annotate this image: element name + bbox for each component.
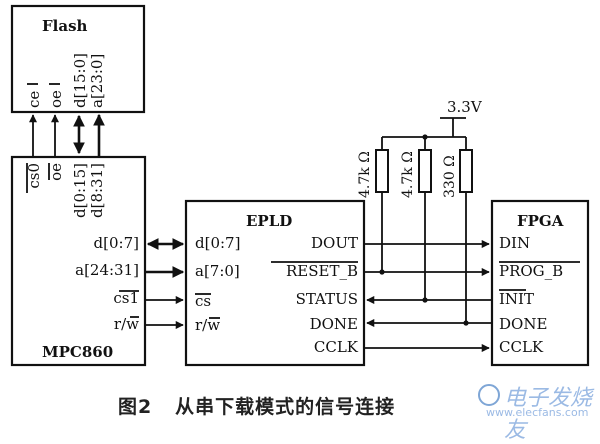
pullup-network: 3.3V 4.7k Ω 4.7k Ω 330 Ω — [357, 98, 483, 326]
flash-pin-oe: oe — [47, 90, 65, 108]
resistor-2-label: 4.7k Ω — [400, 151, 416, 198]
epld-pin-a70: a[7:0] — [195, 262, 240, 280]
mpc860-pin-d07: d[0:7] — [94, 234, 139, 252]
fpga-pin-cclk: CCLK — [499, 338, 544, 356]
power-label: 3.3V — [447, 98, 483, 116]
fpga-pin-init: INIT — [499, 290, 534, 308]
mpc860-pin-data-high: d[8:31] — [88, 163, 106, 218]
epld-pin-d07: d[0:7] — [195, 234, 240, 252]
junction-reset — [379, 269, 385, 275]
site-watermark: 电子发烧友 www.elecfans.com — [478, 380, 596, 443]
caption-text: 从串下载模式的信号连接 — [175, 396, 396, 418]
epld-pin-dout: DOUT — [311, 234, 358, 252]
resistor-1 — [375, 149, 389, 193]
mpc860-pin-data-low: d[0:15] — [71, 163, 89, 218]
epld-pin-status: STATUS — [296, 290, 358, 308]
epld-pin-reset-b: RESET_B — [286, 262, 358, 280]
mpc860-pin-a2431: a[24:31] — [75, 261, 139, 279]
epld-pin-cclk: CCLK — [314, 338, 359, 356]
epld-fpga-wires — [364, 239, 492, 353]
resistor-3-label: 330 Ω — [442, 155, 458, 198]
fpga-title: FPGA — [517, 212, 564, 230]
flash-pin-labels: ce oe d[15:0] a[23:0] — [25, 53, 106, 108]
flash-mpc-wires — [28, 113, 105, 157]
flash-pin-ce: ce — [25, 91, 43, 108]
mpc860-pin-rw: r/w — [114, 315, 139, 333]
flash-pin-data: d[15:0] — [71, 53, 89, 108]
mpc-epld-wires — [145, 238, 185, 330]
resistor-2 — [418, 149, 432, 193]
mpc860-pin-oe: oe — [47, 163, 65, 181]
flash-pin-address: a[23:0] — [88, 54, 106, 108]
mpc860-pin-cs1: cs1 — [113, 289, 139, 307]
rw-w-overlined: w — [126, 315, 139, 333]
epld-pin-done: DONE — [310, 315, 358, 333]
mpc860-block: MPC860 cs0 oe d[0:15] d[8:31] d[0:7] a[2… — [10, 155, 147, 367]
fpga-pin-labels: DIN PROG_B INIT DONE CCLK — [499, 234, 563, 356]
flash-block: Flash ce oe d[15:0] a[23:0] — [10, 4, 146, 114]
watermark-logo-icon — [478, 384, 500, 406]
fpga-block: FPGA DIN PROG_B INIT DONE CCLK — [490, 199, 590, 367]
figure-number: 图2 — [118, 396, 153, 418]
epld-right-pin-labels: DOUT RESET_B STATUS DONE CCLK — [286, 234, 359, 356]
fpga-pin-din: DIN — [499, 234, 530, 252]
resistor-1-label: 4.7k Ω — [357, 151, 373, 198]
epld-block: EPLD d[0:7] a[7:0] cs r/w DOUT RESET_B S… — [184, 199, 366, 367]
fpga-pin-done: DONE — [499, 315, 547, 333]
signal-connection-diagram: Flash ce oe d[15:0] a[23:0] MPC860 cs0 o… — [10, 4, 590, 367]
figure-caption: 图2 从串下载模式的信号连接 — [118, 392, 395, 419]
mpc860-top-pin-labels: cs0 oe d[0:15] d[8:31] — [25, 163, 106, 218]
rw-w-overlined: w — [207, 316, 220, 334]
mpc860-right-pin-labels: d[0:7] a[24:31] cs1 r/w — [75, 234, 139, 333]
epld-title: EPLD — [246, 212, 292, 230]
mpc860-pin-cs0: cs0 — [25, 163, 43, 189]
epld-pin-rw: r/w — [195, 316, 220, 334]
epld-left-pin-labels: d[0:7] a[7:0] cs r/w — [195, 234, 240, 334]
watermark-url: www.elecfans.com — [486, 406, 589, 419]
fpga-pin-prog-b: PROG_B — [499, 262, 563, 280]
flash-title: Flash — [42, 17, 88, 35]
junction-done — [463, 320, 469, 326]
mpc860-title: MPC860 — [42, 343, 113, 361]
resistor-3 — [459, 149, 473, 193]
epld-pin-cs: cs — [195, 292, 211, 310]
junction-init — [422, 297, 428, 303]
